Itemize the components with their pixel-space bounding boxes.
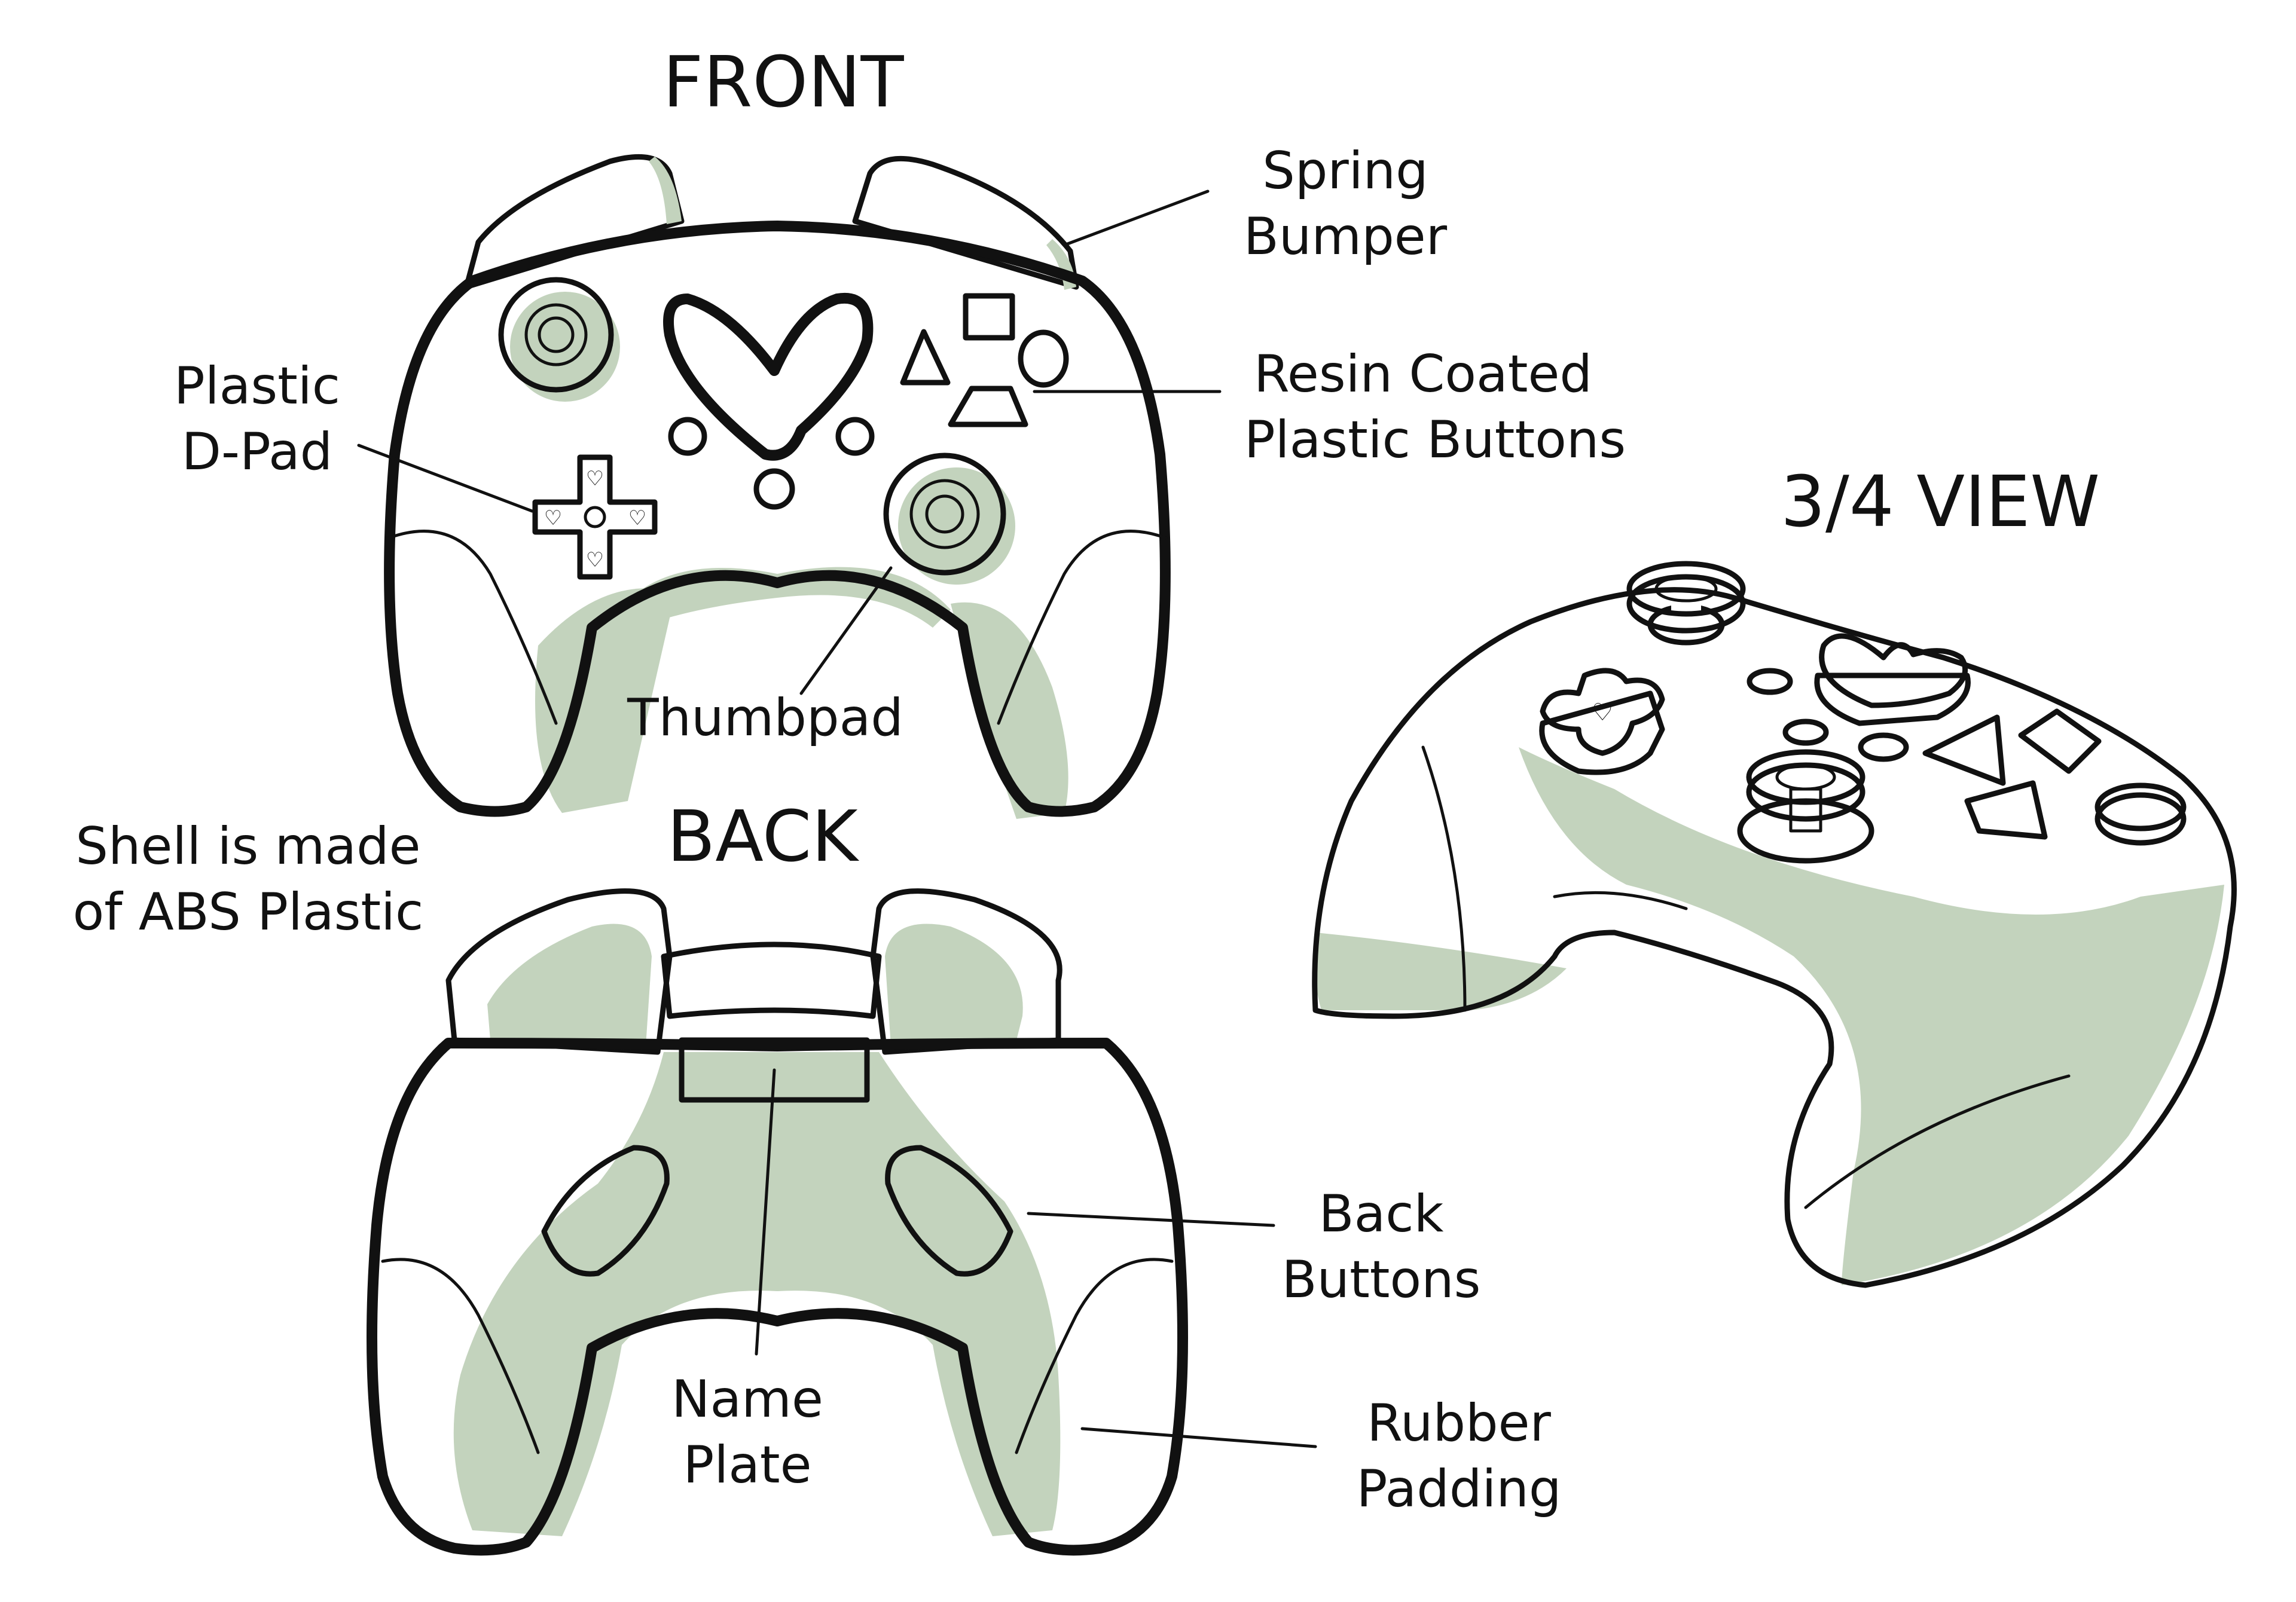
front-controller: ♡ ♡ ♡ ♡ (384, 154, 1171, 819)
tq-grip-shadow-left (1313, 933, 1567, 1010)
front-right-stick-center (925, 494, 964, 534)
front-square-button (963, 293, 1015, 341)
label-shell-2: of ABS Plastic (73, 882, 424, 942)
front-circle-button (1018, 329, 1069, 388)
label-rubber-padding-2: Padding (1357, 1459, 1562, 1519)
three-quarter-controller: ♡ (1312, 561, 2237, 1288)
tq-dpad-side (1539, 690, 1665, 775)
back-left-paddle (541, 1145, 670, 1277)
label-dpad-1: Plastic (174, 356, 340, 416)
tq-right-stick-shaft (1789, 787, 1822, 833)
front-left-stick (498, 277, 614, 393)
tq-circle-button-side (2095, 792, 2187, 846)
back-left-trigger (445, 888, 673, 1055)
tq-small-button-mid (1782, 719, 1829, 746)
tq-dpad (1540, 668, 1665, 756)
tq-grip-seam-right (1804, 1074, 2071, 1209)
back-body-outline (367, 1038, 1188, 1556)
front-grip-shadow-right (951, 602, 1068, 819)
back-body-shadow (453, 1052, 1061, 1536)
front-heart-button (663, 292, 874, 461)
back-grip-seam-left (381, 1258, 540, 1454)
label-shell-1: Shell is made (75, 817, 420, 876)
back-left-trigger-shadow (487, 924, 652, 1046)
back-controller (367, 888, 1188, 1556)
tq-body-outline (1312, 587, 2237, 1288)
tq-trapezoid-button (1964, 780, 2048, 840)
label-name-plate-2: Plate (683, 1435, 811, 1495)
leader-dpad (357, 444, 534, 513)
leader-back-buttons (1027, 1212, 1275, 1227)
label-thumbpad: Thumbpad (627, 688, 903, 748)
label-name-plate-1: Name (671, 1369, 823, 1429)
title-back: BACK (667, 795, 859, 878)
back-right-trigger-shadow (885, 924, 1023, 1046)
tq-right-stick-ring (1775, 763, 1836, 791)
tq-square-button (2018, 708, 2102, 774)
label-back-buttons-1: Back (1319, 1184, 1444, 1244)
tq-dpad-heart: ♡ (1592, 699, 1613, 726)
back-name-plate (679, 1037, 870, 1103)
front-dpad-heart-down: ♡ (586, 548, 604, 572)
leader-lines (357, 189, 1317, 1448)
leader-name-plate (755, 1068, 776, 1356)
tq-valley-line (1553, 891, 1688, 910)
leader-thumbpad (799, 566, 893, 695)
front-left-stick-center (538, 316, 575, 353)
label-spring-bumper-2: Bumper (1244, 207, 1448, 267)
front-dpad-heart-right: ♡ (628, 506, 646, 530)
back-grip-seam-right (1015, 1258, 1174, 1454)
front-triangle-button (900, 329, 951, 386)
front-right-bumper (852, 155, 1079, 290)
label-back-buttons-2: Buttons (1282, 1250, 1481, 1310)
tq-left-stick-ring (1654, 575, 1718, 603)
front-grip-seam-left (387, 530, 558, 725)
label-resin-buttons-1: Resin Coated (1254, 344, 1592, 404)
label-spring-bumper-1: Spring (1262, 141, 1428, 201)
back-right-paddle (885, 1145, 1013, 1277)
tq-right-stick-cap-side (1746, 762, 1866, 822)
front-dpad-center (584, 506, 606, 528)
front-small-button-left (668, 417, 707, 456)
tq-body-shadow (1519, 747, 2224, 1285)
front-small-button-right (835, 417, 875, 456)
front-right-stick (883, 453, 1006, 576)
front-left-stick-ring (524, 303, 588, 366)
tq-small-button-top (1747, 668, 1793, 695)
back-right-trigger (870, 888, 1062, 1055)
tq-left-stick-cap (1626, 561, 1746, 617)
back-trigger-bridge (661, 941, 882, 1019)
tq-circle-button (2095, 782, 2187, 831)
front-grip-shadow-left (535, 588, 676, 813)
title-three-quarter: 3/4 VIEW (1781, 460, 2100, 543)
tq-grip-seam-left (1421, 745, 1467, 1012)
front-dpad (532, 454, 658, 580)
tq-right-stick-cap (1746, 749, 1866, 805)
label-resin-buttons-2: Plastic Buttons (1244, 410, 1626, 470)
tq-heart-side (1814, 672, 1971, 726)
tq-heart-button (1819, 633, 1968, 708)
front-dpad-heart-left: ♡ (544, 506, 562, 530)
label-dpad-2: D-Pad (182, 422, 333, 482)
front-left-bumper-shadow (649, 157, 682, 224)
title-front: FRONT (662, 41, 904, 123)
leader-rubber-padding (1080, 1427, 1317, 1448)
front-grip-seam-right (997, 530, 1168, 725)
tq-small-button-right (1858, 732, 1909, 762)
front-trapezoid-button (948, 386, 1028, 427)
front-dpad-heart-up: ♡ (586, 467, 604, 491)
leader-spring-bumper (1062, 189, 1210, 247)
front-small-button-center (753, 468, 795, 510)
tq-triangle-button (1922, 714, 2006, 786)
front-valley-shadow (610, 567, 951, 640)
label-rubber-padding-1: Rubber (1367, 1393, 1551, 1453)
front-right-stick-ring (909, 479, 980, 549)
